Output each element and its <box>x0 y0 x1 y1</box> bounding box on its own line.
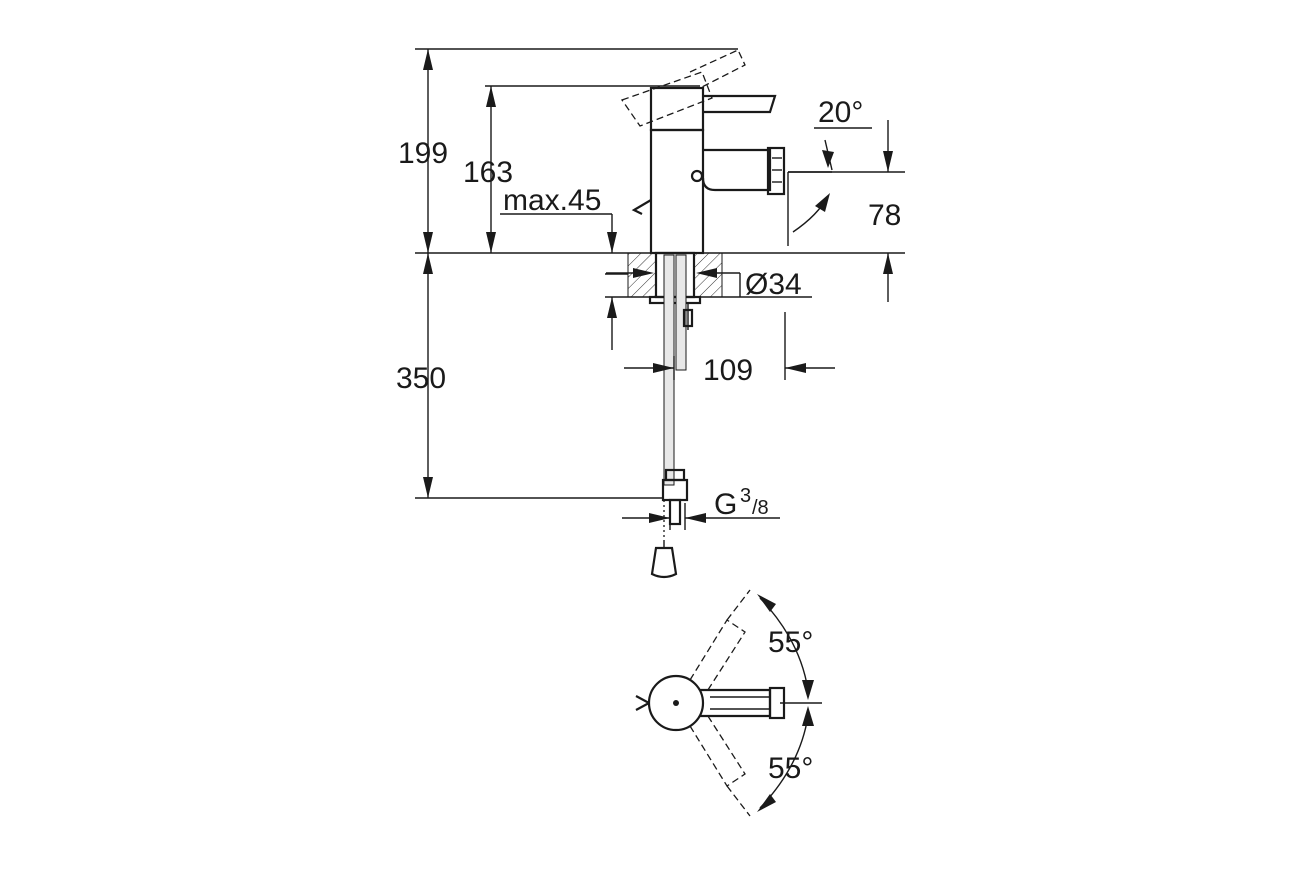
handle-cap <box>649 86 705 132</box>
top-lever <box>700 688 772 718</box>
dim-199-label: 199 <box>398 137 448 170</box>
popup-knob <box>690 169 704 183</box>
top-popup <box>635 695 650 711</box>
connection-label: G <box>714 488 737 521</box>
lever <box>703 94 777 114</box>
swivel-bottom-label: 55° <box>768 752 813 785</box>
dim-163-label: 163 <box>463 156 513 189</box>
faucet-body <box>649 128 705 255</box>
dim-109-label: 109 <box>703 354 753 387</box>
popup-rod <box>631 199 652 215</box>
swivel-top-label: 55° <box>768 626 813 659</box>
lever-rotated-up <box>689 619 746 694</box>
lever-raised-dashed <box>620 71 713 127</box>
dim-350-label: 350 <box>396 362 446 395</box>
connection-sub: /8 <box>752 497 769 519</box>
plug <box>650 546 678 579</box>
mount-nut <box>648 295 702 305</box>
connection-sup: 3 <box>740 485 751 507</box>
angle-20-label: 20° <box>818 96 863 129</box>
shank <box>654 251 696 299</box>
lever-rotated-down <box>689 712 746 787</box>
hose-2 <box>675 254 687 371</box>
dim-diameter-label: Ø34 <box>745 268 802 301</box>
spout-nozzle <box>766 146 786 196</box>
dim-78-label: 78 <box>868 199 901 232</box>
side-view: 199 163 max.45 20° 78 <box>396 48 905 579</box>
lever-raised-dashed-2 <box>689 49 746 89</box>
spout <box>701 148 772 192</box>
dim-max45-label: max.45 <box>503 184 601 217</box>
top-view: 55° 55° <box>635 589 822 817</box>
